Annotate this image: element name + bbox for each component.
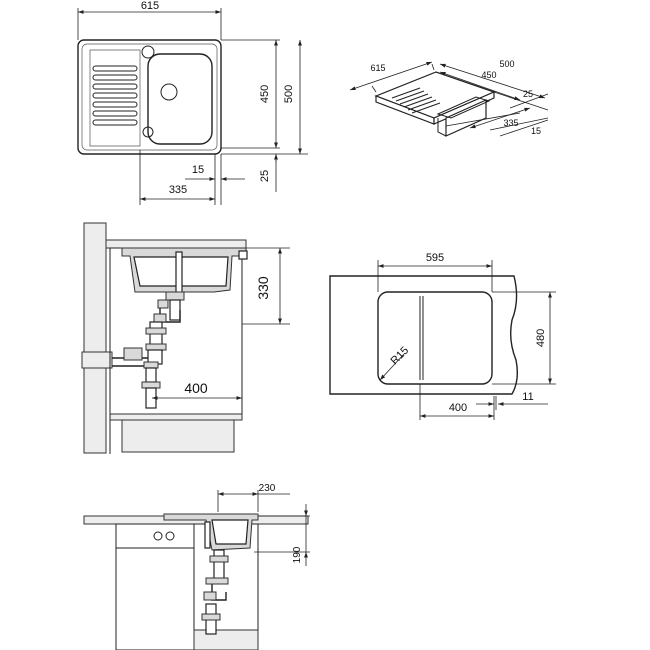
knob-icon xyxy=(153,531,163,541)
tap-hole-icon xyxy=(141,45,155,59)
cutout-view: R15 595 480 400 11 xyxy=(329,252,556,420)
iso-dim-450: 450 xyxy=(481,70,496,80)
side-view: 230 190 xyxy=(83,483,310,650)
iso-dim-500: 500 xyxy=(499,59,514,69)
radius-label: R15 xyxy=(388,344,411,367)
wall xyxy=(83,222,107,454)
dim-500-label: 500 xyxy=(283,85,295,103)
iso-dim-25: 25 xyxy=(523,89,533,99)
dim-230-label: 230 xyxy=(259,483,276,494)
knob-icon xyxy=(165,531,175,541)
countertop-section xyxy=(105,239,247,249)
drainer-area xyxy=(89,49,141,147)
dishwasher xyxy=(115,523,195,650)
overflow-icon xyxy=(142,126,154,138)
iso-dim-15: 15 xyxy=(531,126,541,136)
section-view: 330 400 xyxy=(81,222,290,454)
tap-icon xyxy=(238,250,248,260)
overflow-pipe xyxy=(175,251,183,295)
iso-bowl xyxy=(436,96,491,119)
dim-400-label: 400 xyxy=(184,380,208,396)
drainer-grooves xyxy=(92,65,138,126)
siphon-side xyxy=(201,549,229,635)
cabinet-plinth xyxy=(121,419,235,453)
cutout-dim-400-label: 400 xyxy=(449,402,467,414)
dim-330-label: 330 xyxy=(255,276,271,300)
dim-15-label: 15 xyxy=(192,164,204,176)
countertop-cutout xyxy=(329,275,519,395)
iso-dim-335: 335 xyxy=(503,118,518,128)
bowl-top xyxy=(147,53,213,145)
siphon xyxy=(112,291,185,409)
dim-25-label: 25 xyxy=(259,170,271,182)
dim-615-label: 615 xyxy=(141,0,159,12)
iso-view: 615 500 450 25 335 15 xyxy=(349,59,549,137)
drain-icon xyxy=(160,83,178,101)
iso-dim-615: 615 xyxy=(370,63,385,73)
dim-450-label: 450 xyxy=(259,85,271,103)
dim-335-label: 335 xyxy=(169,184,187,196)
sink-outline-top xyxy=(77,39,222,155)
dim-595-label: 595 xyxy=(426,252,444,264)
dim-190-label: 190 xyxy=(292,546,303,563)
top-view: 615 450 500 25 15 335 xyxy=(77,0,308,205)
dim-480-label: 480 xyxy=(535,329,547,347)
wall-pipe-stub xyxy=(81,351,113,369)
dim-11-label: 11 xyxy=(522,391,533,403)
cutout-opening xyxy=(377,291,493,385)
